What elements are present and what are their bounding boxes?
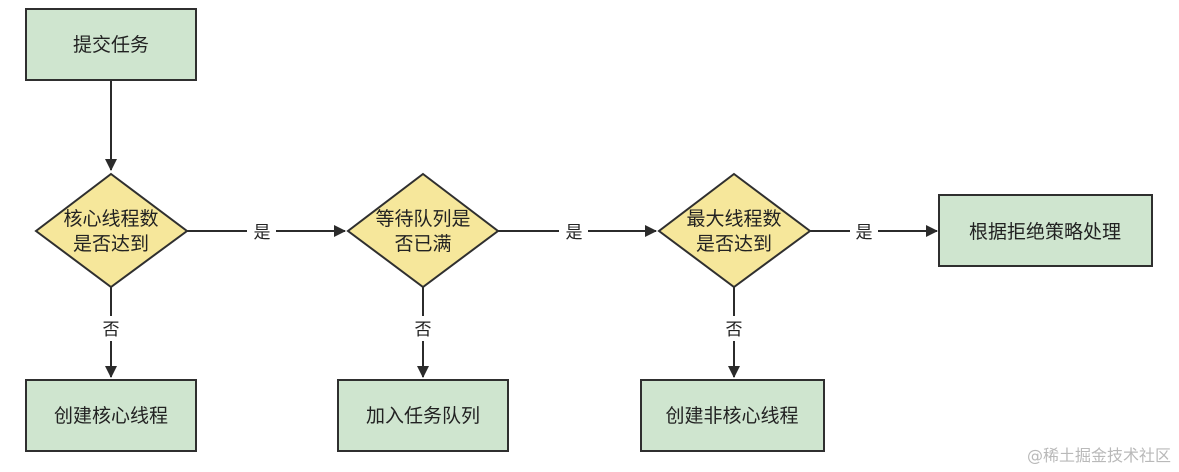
node-submit-task: 提交任务 xyxy=(25,8,197,81)
label-core-no: 否 xyxy=(103,320,120,340)
node-max-threads-check-line1: 最大线程数 xyxy=(686,208,781,230)
node-create-core-thread-label: 创建核心线程 xyxy=(54,405,168,427)
node-max-threads-check-line2: 是否达到 xyxy=(696,233,772,255)
node-create-noncore-thread: 创建非核心线程 xyxy=(640,379,825,452)
node-create-noncore-thread-label: 创建非核心线程 xyxy=(665,405,798,427)
node-add-to-queue: 加入任务队列 xyxy=(337,379,509,452)
node-create-core-thread: 创建核心线程 xyxy=(25,379,197,452)
node-create-noncore-thread-box xyxy=(640,379,825,452)
label-max-yes: 是 xyxy=(856,223,873,243)
label-core-yes: 是 xyxy=(254,223,271,243)
node-add-to-queue-box xyxy=(337,379,509,452)
watermark: @稀土掘金技术社区 xyxy=(1026,446,1171,465)
node-queue-full-check-line1: 等待队列是 xyxy=(375,208,470,230)
label-queue-no: 否 xyxy=(415,320,432,340)
node-reject-policy-label: 根据拒绝策略处理 xyxy=(969,221,1121,243)
node-add-to-queue-label: 加入任务队列 xyxy=(366,405,480,427)
node-queue-full-check: 等待队列是 否已满 xyxy=(346,172,500,289)
node-max-threads-check-diamond xyxy=(657,172,812,289)
node-max-threads-check: 最大线程数 是否达到 xyxy=(657,172,812,289)
node-submit-task-label: 提交任务 xyxy=(73,34,149,56)
node-core-threads-check-line2: 是否达到 xyxy=(73,233,149,255)
node-queue-full-check-line2: 否已满 xyxy=(394,233,451,255)
label-queue-yes: 是 xyxy=(566,223,583,243)
node-core-threads-check: 核心线程数 是否达到 xyxy=(34,172,189,289)
edges xyxy=(105,80,938,378)
node-core-threads-check-line1: 核心线程数 xyxy=(63,208,158,230)
label-max-no: 否 xyxy=(726,320,743,340)
node-submit-task-box xyxy=(25,8,197,81)
node-reject-policy: 根据拒绝策略处理 xyxy=(938,194,1153,267)
node-reject-policy-box xyxy=(938,194,1153,267)
node-core-threads-check-diamond xyxy=(34,172,189,289)
node-queue-full-check-diamond xyxy=(346,172,500,289)
node-create-core-thread-box xyxy=(25,379,197,452)
